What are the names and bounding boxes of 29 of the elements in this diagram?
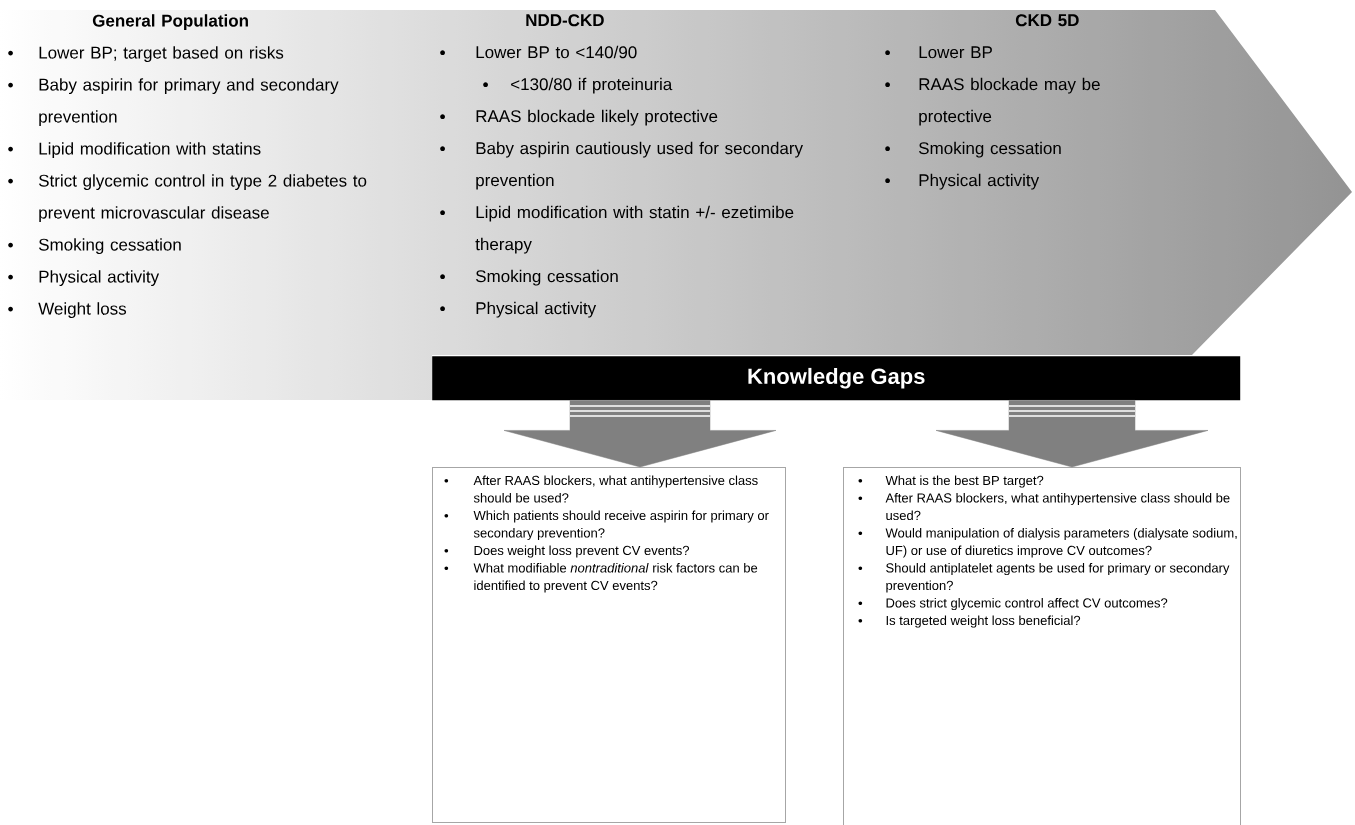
node-label: Physical activity [39, 270, 160, 287]
node-label: Strict glycemic control in type 2 diabetes to prevent microvascular disease [38, 174, 367, 223]
node-label: Lower BP; target based on risks [39, 46, 284, 63]
question-box: After RAAS blockers, what antihypertensive class should be used? Which patients should receive aspirin for primary or secondary prevention? Does weight loss prevent CV events? What modifiable nontraditional risk factors can be identified to prevent CV events? [432, 467, 786, 823]
node-label: RAAS blockade may be protective [919, 77, 1100, 126]
node-label: Smoking cessation [38, 238, 181, 255]
node-label: Physical activity [476, 301, 597, 318]
node-label: Lower BP [919, 46, 992, 59]
node-label: Smoking cessation [918, 141, 1061, 158]
node-label: Lipid modification with statin +/- ezetimibe therapy [475, 205, 794, 254]
node-label: NDD-CKD [526, 14, 604, 27]
node-label: CKD 5D [1015, 14, 1079, 27]
node-label: Baby aspirin cautiously used for secondary prevention [476, 141, 803, 190]
question-box: What is the best BP target? After RAAS blockers, what antihypertensive class should be used? Would manipulation of dialysis parameters (dialysate sodium, UF) or use of diuretics improve CV outcomes? Should antiplatelet agents be used for primary or secondary prevention? Does strict glycemic control affect CV outcomes? Is targeted weight loss beneficial? [843, 467, 1241, 825]
node-label: Lower BP to <140/90 [476, 45, 637, 59]
node-label: RAAS blockade likely protective [476, 109, 718, 126]
heading-bar: Knowledge Gaps [432, 356, 1241, 401]
node-label: <130/80 if proteinuria [511, 77, 673, 94]
block-arrow [935, 400, 1209, 468]
block-arrow [503, 400, 777, 468]
bullet-column: NDD-CKD Lower BP to <140/90 <130/80 if proteinuria RAAS blockade likely protective Baby aspirin cautiously used for secondary prevention Lipid modification with statin +/- ezetimibe therapy Smoking cessation Physical activity [440, 14, 803, 318]
node-label: Weight loss [38, 302, 127, 319]
node-label: Smoking cessation [475, 269, 618, 286]
node-label: General Population [92, 14, 248, 31]
node-label: Baby aspirin for primary and secondary prevention [39, 78, 339, 127]
node-label: Physical activity [919, 173, 1040, 190]
bullet-column: CKD 5D Lower BP RAAS blockade may be protective Smoking cessation Physical activity [885, 14, 1100, 190]
bullet-column: General Population Lower BP; target based on risks Baby aspirin for primary and secondary prevention Lipid modification with statins Strict glycemic control in type 2 diabetes to prevent microvascular disease Smoking cessation Physical activity Weight loss [8, 14, 367, 319]
node-label: Lipid modification with statins [39, 142, 261, 159]
